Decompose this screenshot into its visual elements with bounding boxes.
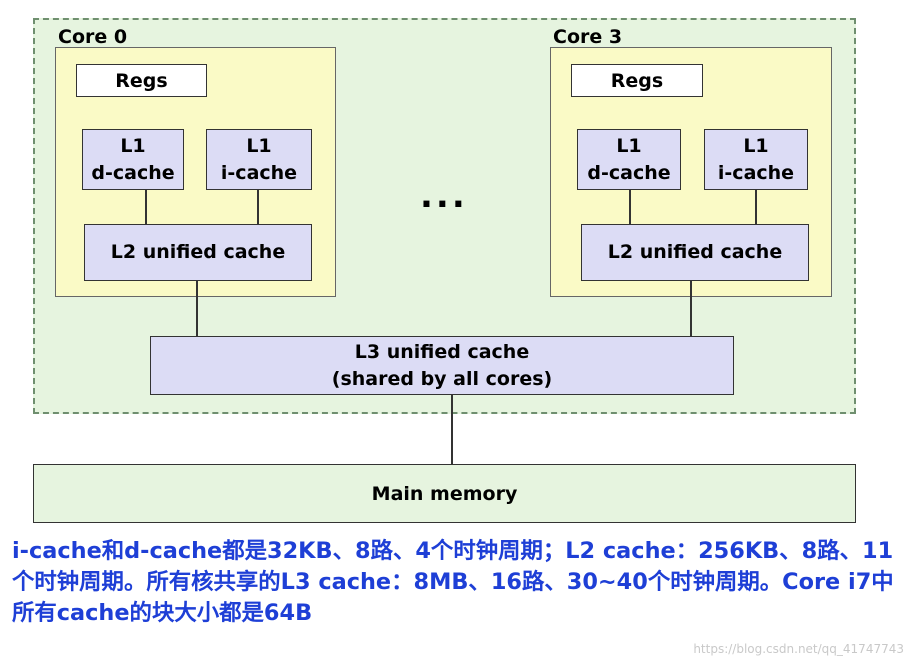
core-3-l2-to-l3-line bbox=[690, 281, 692, 337]
core-3-title: Core 3 bbox=[553, 26, 623, 48]
core-3-l1-icache: L1 i-cache bbox=[704, 129, 808, 190]
core-0-regs: Regs bbox=[76, 64, 207, 97]
core-0-l2-to-l3-line bbox=[196, 281, 198, 337]
core-0-l1-icache-line1: L1 bbox=[246, 134, 272, 157]
core-3-l2-cache: L2 unified cache bbox=[581, 224, 809, 281]
core-3-l1-icache-line2: i-cache bbox=[717, 161, 795, 184]
core-0-title: Core 0 bbox=[58, 26, 128, 48]
core-0-l1-dcache-line1: L1 bbox=[120, 134, 146, 157]
l3-to-memory-line bbox=[451, 395, 453, 465]
core-0-l2-cache: L2 unified cache bbox=[84, 224, 312, 281]
cache-spec-note: i-cache和d-cache都是32KB、8路、4个时钟周期；L2 cache… bbox=[12, 538, 894, 626]
core-3-l1-dcache-line2: d-cache bbox=[587, 161, 671, 184]
core-3-l1d-to-l2-line bbox=[629, 190, 631, 224]
core-3-regs: Regs bbox=[571, 64, 703, 97]
core-0-l1-icache: L1 i-cache bbox=[206, 129, 312, 190]
core-0-l1-dcache: L1 d-cache bbox=[82, 129, 184, 190]
core-3-l1-dcache-line1: L1 bbox=[616, 134, 642, 157]
core-3-l1-icache-line1: L1 bbox=[743, 134, 769, 157]
core-3-l1-dcache: L1 d-cache bbox=[577, 129, 681, 190]
core-3-l1i-to-l2-line bbox=[755, 190, 757, 224]
l3-cache-sublabel: (shared by all cores) bbox=[331, 367, 553, 390]
core-0-l1-icache-line2: i-cache bbox=[220, 161, 298, 184]
core-0-l1i-to-l2-line bbox=[257, 190, 259, 224]
watermark-url: https://blog.csdn.net/qq_41747743 bbox=[693, 642, 904, 656]
l3-cache-label: L3 unified cache bbox=[354, 340, 530, 363]
main-memory: Main memory bbox=[33, 464, 856, 523]
core-0-l1-dcache-line2: d-cache bbox=[91, 161, 175, 184]
core-0-l1d-to-l2-line bbox=[145, 190, 147, 224]
more-cores-ellipsis: ... bbox=[420, 176, 468, 216]
l3-unified-cache: L3 unified cache (shared by all cores) bbox=[150, 336, 734, 395]
